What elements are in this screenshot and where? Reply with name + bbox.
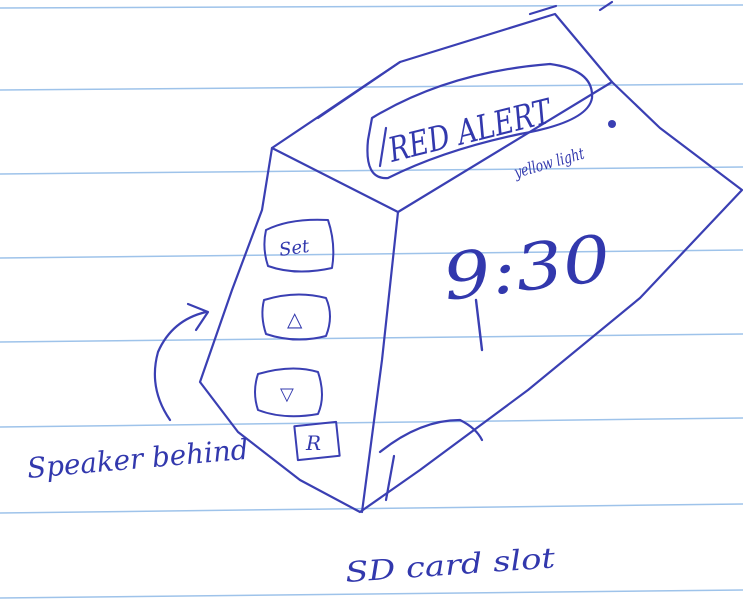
yellow-light-dot (608, 120, 616, 128)
sd-slot-pointer (386, 456, 394, 500)
device-top-scribble (530, 2, 612, 14)
down-button[interactable]: ▽ (255, 368, 322, 416)
set-button[interactable]: Set (264, 220, 333, 272)
rule-line (0, 418, 743, 427)
reset-button[interactable]: R (294, 422, 339, 460)
reset-button-label: R (305, 431, 321, 455)
rule-line (0, 590, 743, 598)
clock-display: 9:30 (439, 222, 615, 316)
rule-line (0, 250, 743, 258)
up-button-label: △ (287, 307, 303, 331)
up-button[interactable]: △ (262, 294, 330, 339)
rule-line (0, 504, 743, 513)
rule-line (0, 334, 743, 342)
rule-line (0, 5, 743, 8)
speaker-annotation: Speaker behind (26, 304, 250, 485)
sd-card-label: SD card slot (344, 541, 557, 589)
speaker-label: Speaker behind (26, 433, 250, 485)
yellow-light-text: yellow light (511, 144, 587, 182)
rule-line (0, 84, 743, 90)
down-button-label: ▽ (280, 384, 294, 405)
set-button-label: Set (278, 236, 312, 261)
ruled-lines (0, 5, 743, 598)
